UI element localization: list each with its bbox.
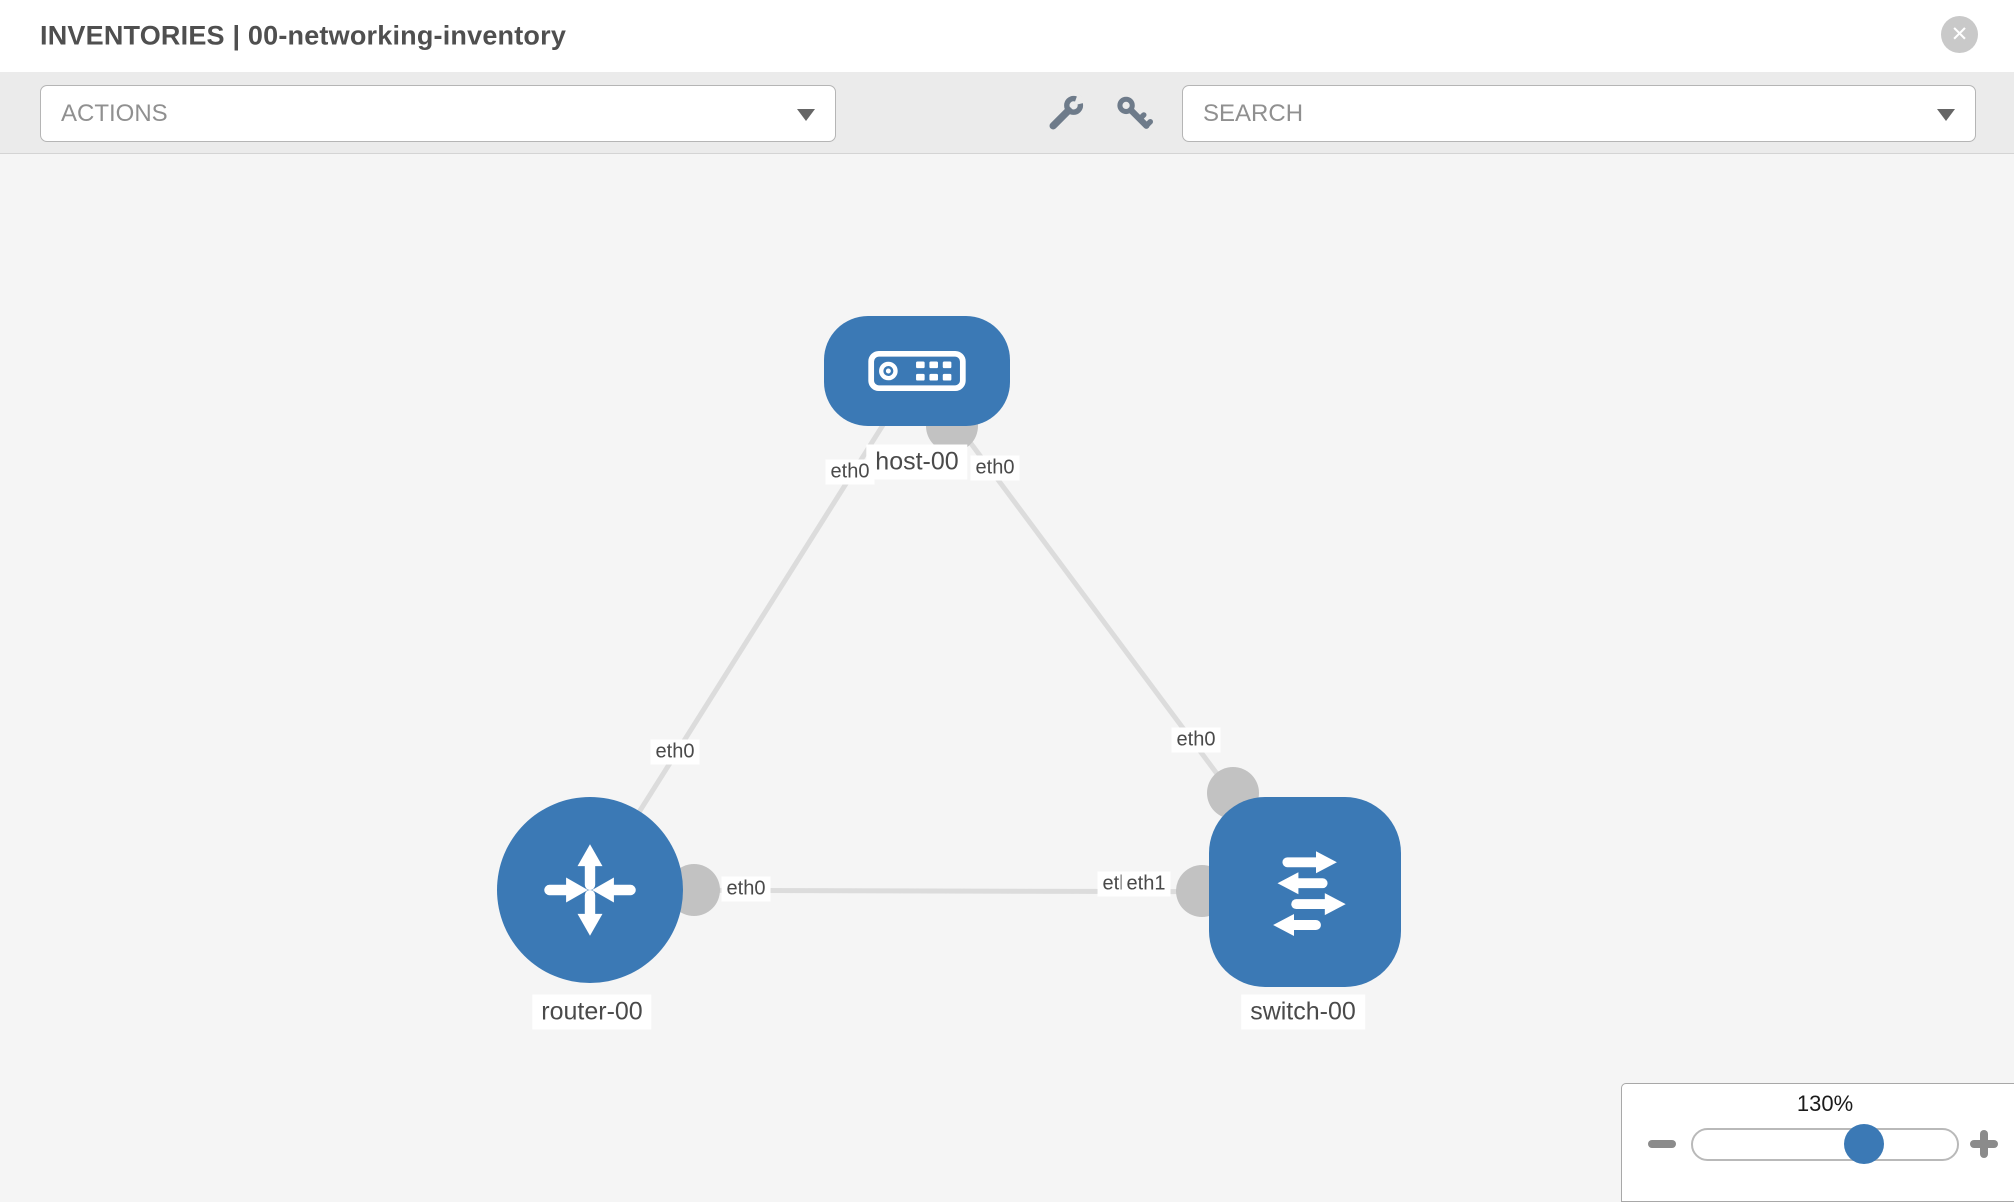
node-switch-00[interactable] <box>1209 797 1401 987</box>
node-router-00[interactable] <box>497 797 683 983</box>
interface-label: eth0 <box>825 459 875 485</box>
close-icon: ✕ <box>1950 23 1969 46</box>
close-button[interactable]: ✕ <box>1941 16 1978 53</box>
zoom-slider-track[interactable] <box>1691 1128 1959 1161</box>
panel-header: INVENTORIES | 00-networking-inventory ✕ <box>0 0 2014 73</box>
router-icon <box>538 838 642 942</box>
node-label-router-00: router-00 <box>532 994 652 1030</box>
toolbar: ACTIONS SEARCH <box>0 72 2014 154</box>
search-dropdown-label: SEARCH <box>1203 99 1304 127</box>
interface-label: eth0 <box>650 739 700 765</box>
interface-label: eth1 <box>1121 871 1171 897</box>
minus-icon[interactable] <box>1648 1140 1676 1148</box>
zoom-level: 130% <box>1796 1091 1854 1116</box>
chevron-down-icon <box>797 108 815 121</box>
key-icon[interactable] <box>1115 94 1153 132</box>
zoom-panel: 130% <box>1621 1083 2014 1202</box>
interface-label: eth0 <box>970 455 1020 481</box>
node-label-switch-00: switch-00 <box>1241 994 1365 1030</box>
host-icon <box>867 350 967 392</box>
wrench-icon[interactable] <box>1047 94 1085 132</box>
actions-dropdown[interactable]: ACTIONS <box>40 85 836 142</box>
link-host-00-router-00[interactable] <box>587 369 920 892</box>
interface-label: eth0 <box>1171 727 1221 753</box>
search-dropdown[interactable]: SEARCH <box>1182 85 1976 142</box>
plus-icon[interactable] <box>1970 1130 1998 1158</box>
node-host-00[interactable] <box>824 316 1010 426</box>
node-label-host-00: host-00 <box>866 444 968 480</box>
switch-icon <box>1250 837 1360 947</box>
interface-label: eth0 <box>721 876 771 902</box>
topology-canvas[interactable]: host-00 router-00 switch-00 eth0 eth0 eth0 eth… <box>0 153 2014 1200</box>
page-title: INVENTORIES | 00-networking-inventory <box>40 20 567 51</box>
zoom-slider-thumb[interactable] <box>1843 1124 1884 1164</box>
actions-dropdown-label: ACTIONS <box>61 99 168 127</box>
chevron-down-icon <box>1937 108 1955 121</box>
